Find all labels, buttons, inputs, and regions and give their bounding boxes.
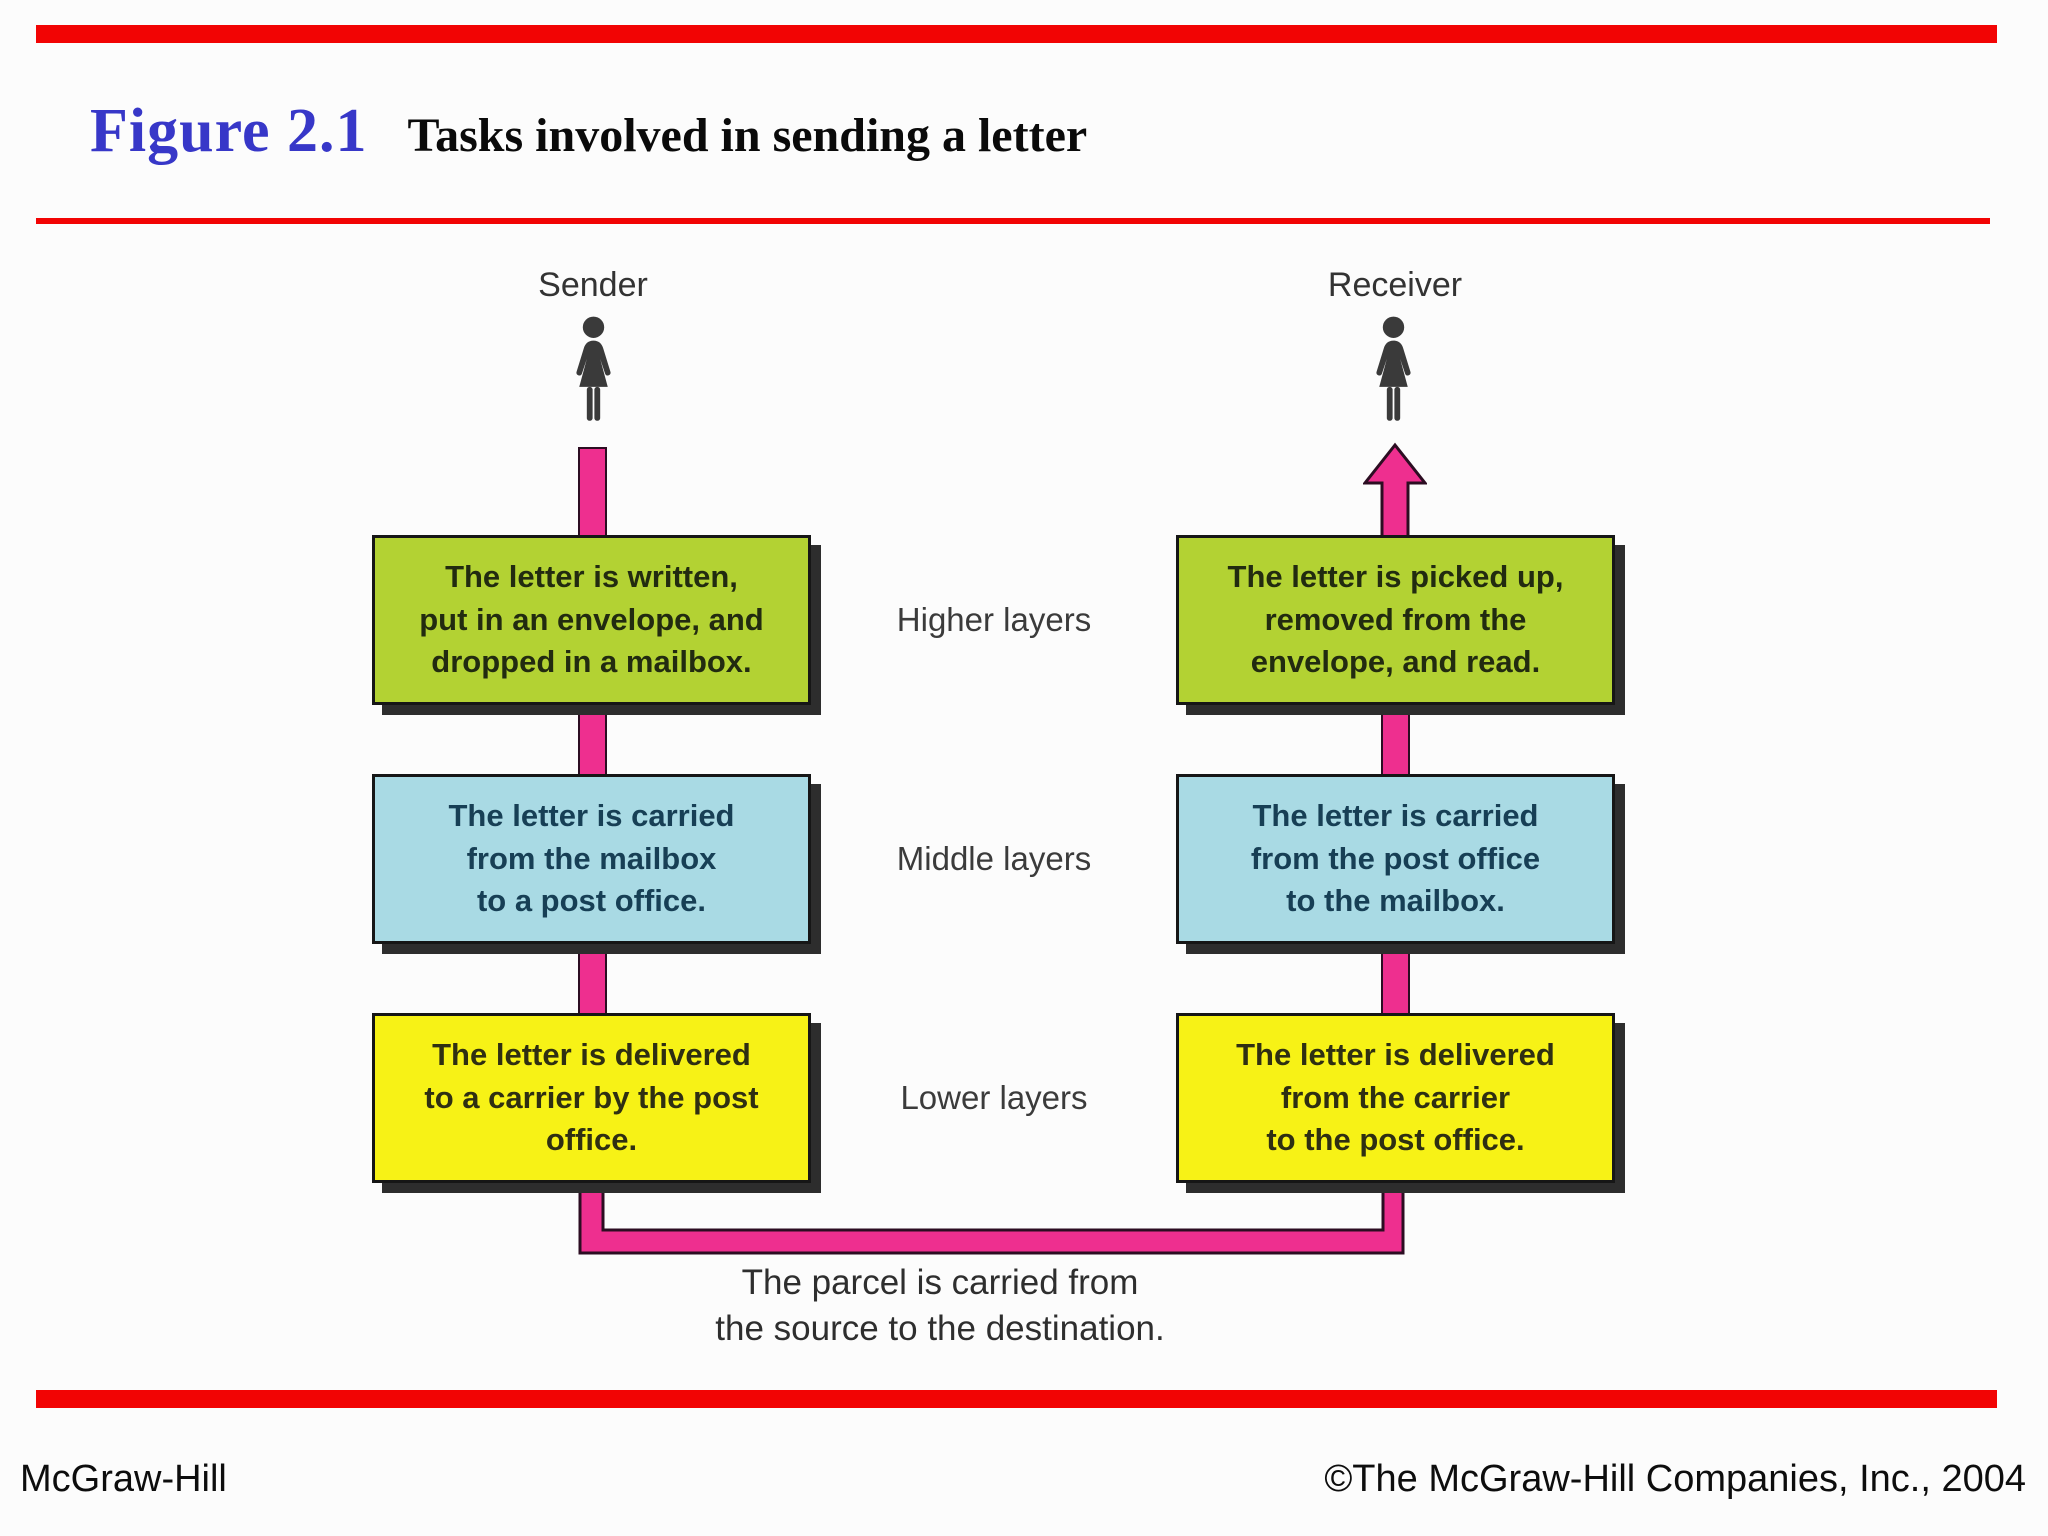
- receiver-up-arrow-icon: [1363, 442, 1427, 540]
- transport-connector: [578, 1183, 1405, 1255]
- box-sender-higher: The letter is written, put in an envelop…: [372, 535, 811, 705]
- figure-label: Figure 2.1: [90, 97, 368, 165]
- box-receiver-lower: The letter is delivered from the carrier…: [1176, 1013, 1615, 1183]
- right-connector-higher-middle: [1381, 700, 1410, 784]
- sender-label: Sender: [538, 266, 648, 304]
- title-underline: [36, 218, 1990, 224]
- layer-label-lower: Lower layers: [900, 1079, 1088, 1116]
- footer-copyright: ©The McGraw-Hill Companies, Inc., 2004: [1324, 1458, 2026, 1500]
- sender-person-icon: [565, 314, 622, 426]
- top-red-bar: [36, 25, 1997, 43]
- left-connector-higher-middle: [578, 700, 607, 784]
- box-receiver-middle: The letter is carried from the post offi…: [1176, 774, 1615, 944]
- receiver-person-icon: [1365, 314, 1422, 426]
- layer-label-middle: Middle layers: [896, 840, 1092, 877]
- layer-label-higher: Higher layers: [896, 601, 1092, 638]
- box-receiver-higher: The letter is picked up, removed from th…: [1176, 535, 1615, 705]
- bottom-red-bar: [36, 1390, 1997, 1408]
- box-sender-middle: The letter is carried from the mailbox t…: [372, 774, 811, 944]
- left-connector-middle-lower: [578, 940, 607, 1024]
- receiver-label: Receiver: [1327, 266, 1463, 304]
- box-sender-lower: The letter is delivered to a carrier by …: [372, 1013, 811, 1183]
- slide-title: Tasks involved in sending a letter: [407, 109, 1088, 162]
- right-connector-middle-lower: [1381, 940, 1410, 1024]
- title-row: Figure 2.1 Tasks involved in sending a l…: [90, 96, 1890, 167]
- sender-down-connector: [578, 447, 607, 546]
- transport-caption: The parcel is carried from the source to…: [715, 1263, 1165, 1349]
- footer-publisher: McGraw-Hill: [20, 1458, 227, 1500]
